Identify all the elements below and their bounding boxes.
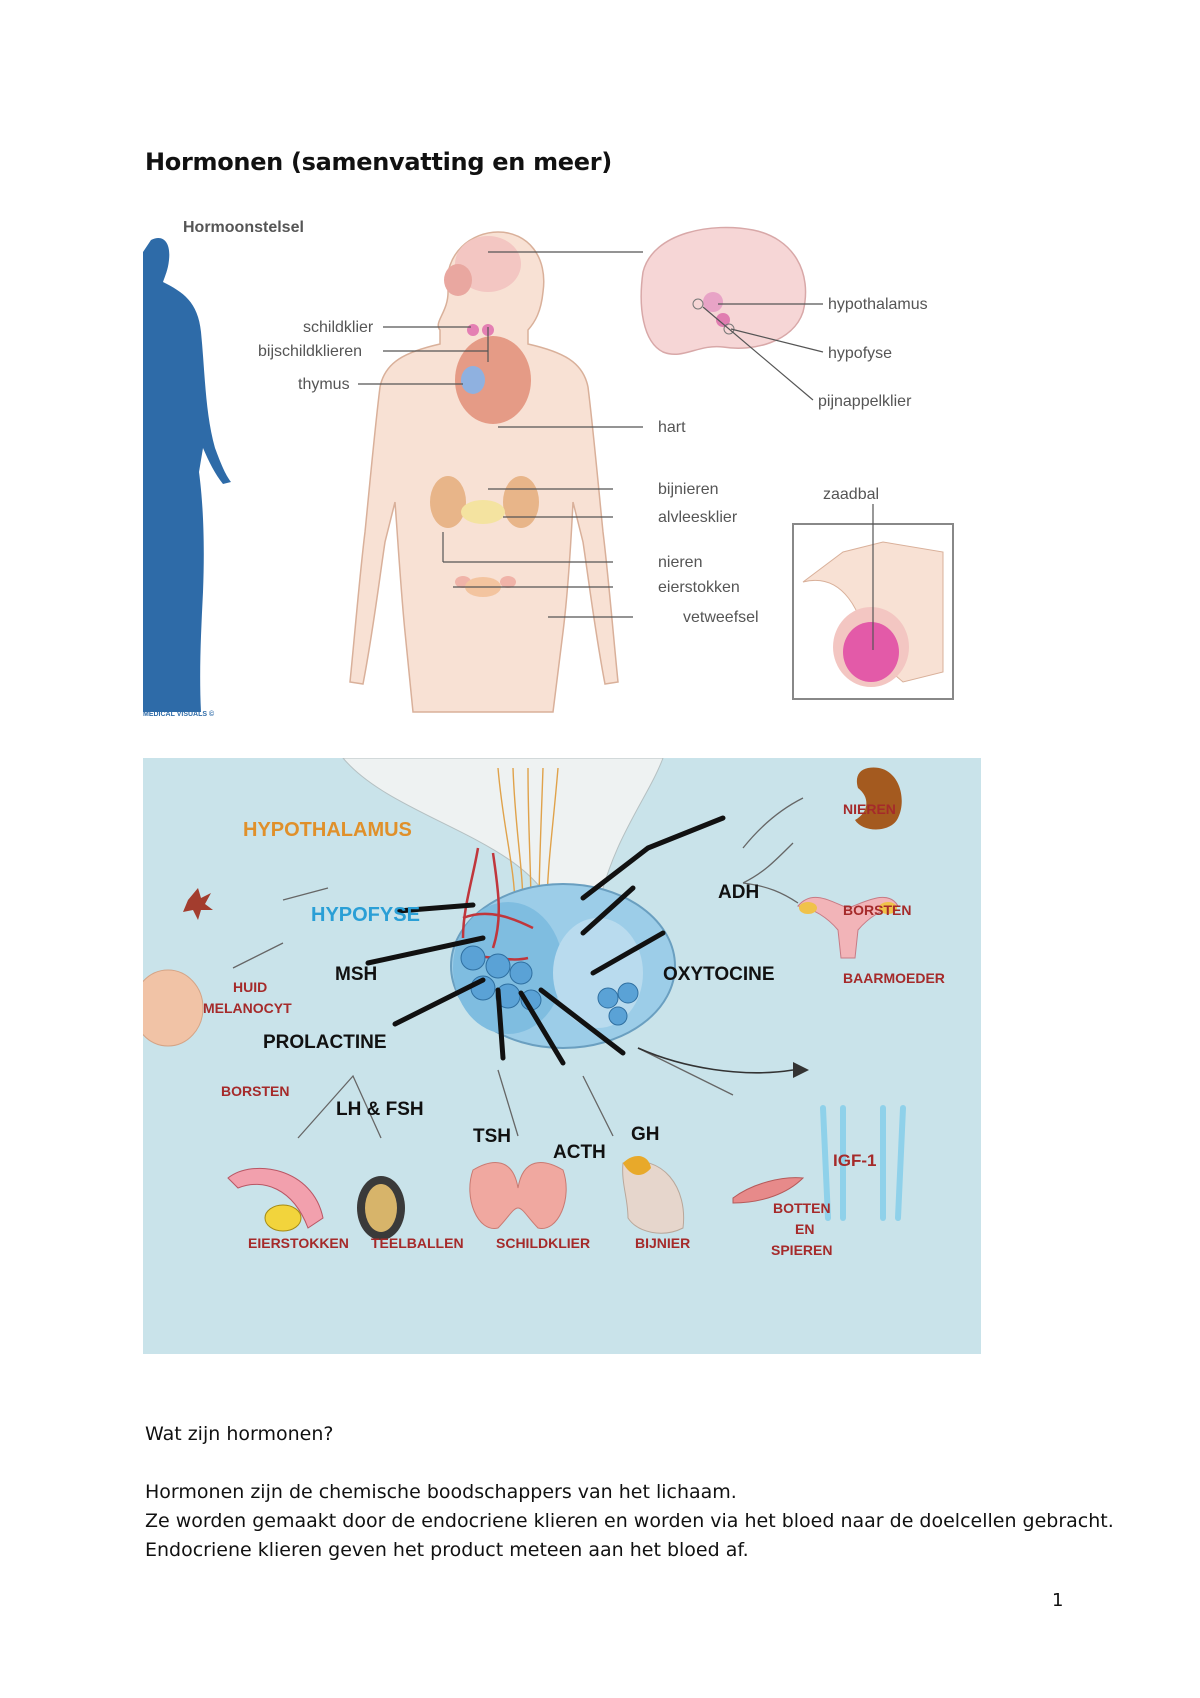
label-pijnappelklier: pijnappelklier (818, 393, 912, 410)
paragraph-line-3: Endocriene klieren geven het product met… (145, 1539, 749, 1561)
target-en: EN (795, 1221, 814, 1237)
paragraph-line-2: Ze worden gemaakt door de endocriene kli… (145, 1510, 1114, 1532)
testis-icon (357, 1176, 405, 1240)
hormone-prolactine: PROLACTINE (263, 1032, 387, 1053)
hypothalamus-label: HYPOTHALAMUS (243, 819, 412, 841)
target-melanocyt: MELANOCYT (203, 1000, 292, 1016)
target-borsten-right: BORSTEN (843, 902, 911, 918)
testis-inset-icon (792, 504, 954, 700)
label-eierstokken: eierstokken (658, 579, 740, 596)
ovary-icon (227, 1167, 324, 1232)
pituitary-hormones-figure: HYPOTHALAMUS HYPOFYSE ADH OXYTOCINE MSH … (143, 758, 981, 1354)
target-huid: HUID (233, 979, 267, 995)
target-teelballen: TEELBALLEN (371, 1235, 464, 1251)
adrenal-icon (622, 1160, 685, 1234)
label-hypofyse: hypofyse (828, 345, 892, 362)
hypofyse-label: HYPOFYSE (311, 904, 420, 926)
body-silhouette-icon (143, 238, 231, 712)
page-number: 1 (1052, 1590, 1064, 1611)
label-bijnieren: bijnieren (658, 481, 718, 498)
breast-icon (143, 969, 204, 1047)
bones-icon (820, 1105, 906, 1221)
question-heading: Wat zijn hormonen? (145, 1423, 334, 1445)
hormone-acth: ACTH (553, 1142, 606, 1163)
paragraph-line-1: Hormonen zijn de chemische boodschappers… (145, 1481, 737, 1503)
target-bijnier: BIJNIER (635, 1235, 690, 1251)
label-vetweefsel: vetweefsel (683, 609, 759, 626)
target-eierstokken: EIERSTOKKEN (248, 1235, 349, 1251)
label-nieren: nieren (658, 554, 702, 571)
label-alvleesklier: alvleesklier (658, 509, 738, 526)
kidney-icon (855, 767, 902, 830)
label-hypothalamus: hypothalamus (828, 296, 928, 313)
label-schildklier: schildklier (303, 319, 374, 336)
figure1-heading: Hormoonstelsel (183, 219, 304, 236)
hormone-lh-fsh: LH & FSH (336, 1099, 424, 1120)
label-thymus: thymus (298, 376, 350, 393)
hormone-tsh: TSH (473, 1126, 511, 1147)
target-baarmoeder: BAARMOEDER (843, 970, 945, 986)
label-hart: hart (658, 419, 686, 436)
hormone-msh: MSH (335, 964, 377, 985)
body-outline-icon (349, 231, 619, 713)
brain-section-icon (640, 226, 807, 355)
muscle-icon (732, 1177, 805, 1204)
uterus-icon (797, 896, 899, 959)
page-title: Hormonen (samenvatting en meer) (145, 148, 612, 176)
target-nieren: NIEREN (843, 801, 896, 817)
target-borsten-left: BORSTEN (221, 1083, 289, 1099)
thyroid-icon (469, 1162, 567, 1229)
label-bijschildklieren: bijschildklieren (258, 343, 362, 360)
hormone-system-figure: Hormoonstelsel (143, 219, 954, 718)
hormone-gh: GH (631, 1124, 660, 1145)
figure1-credit: MEDICAL VISUALS © (143, 710, 215, 718)
target-botten: BOTTEN (773, 1200, 831, 1216)
hormone-igf1: IGF-1 (833, 1151, 876, 1170)
target-spieren: SPIEREN (771, 1242, 832, 1258)
label-zaadbal: zaadbal (823, 486, 879, 503)
melanocyte-icon (183, 888, 213, 920)
hormone-adh: ADH (718, 882, 759, 903)
hormone-oxytocine: OXYTOCINE (663, 964, 775, 985)
target-schildklier: SCHILDKLIER (496, 1235, 590, 1251)
